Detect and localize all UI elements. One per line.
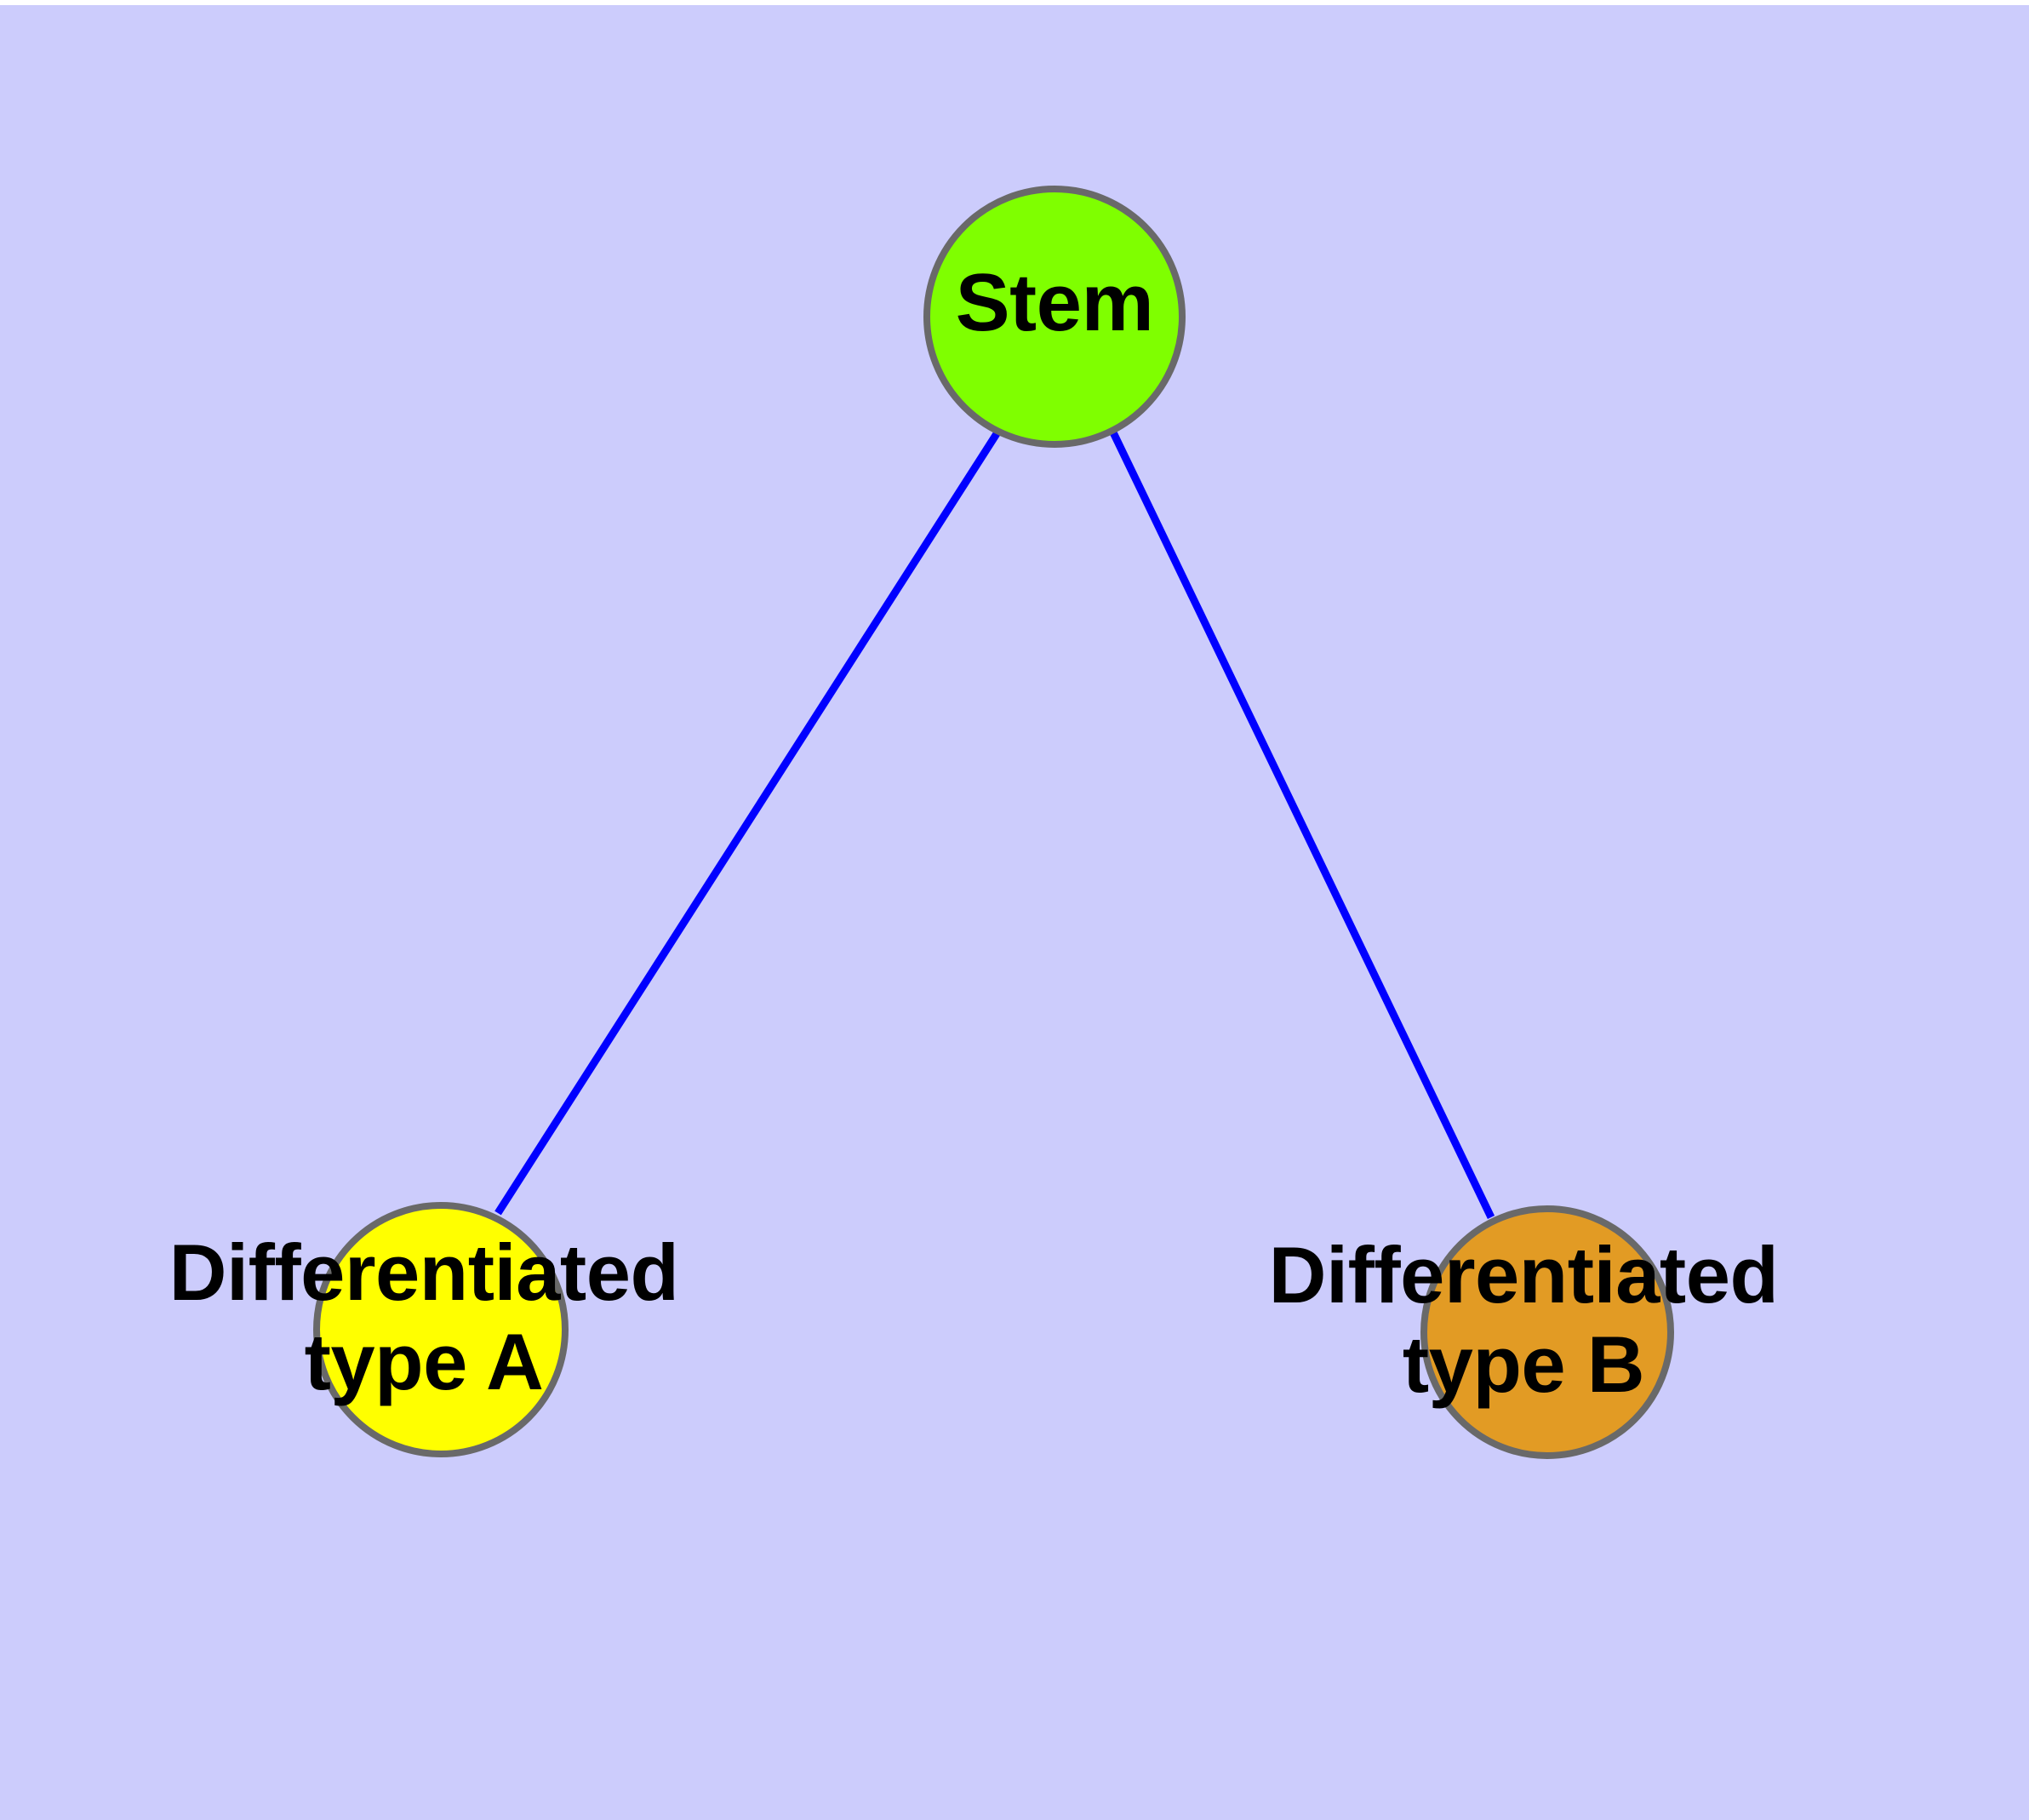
node-stem-circle[interactable]	[923, 186, 1186, 448]
node-type-b-circle[interactable]	[1420, 1205, 1674, 1459]
edge-stem-to-type-b[interactable]	[1109, 431, 1495, 1219]
edge-stem-to-type-a[interactable]	[494, 430, 1001, 1216]
node-type-a-circle[interactable]	[313, 1202, 569, 1457]
